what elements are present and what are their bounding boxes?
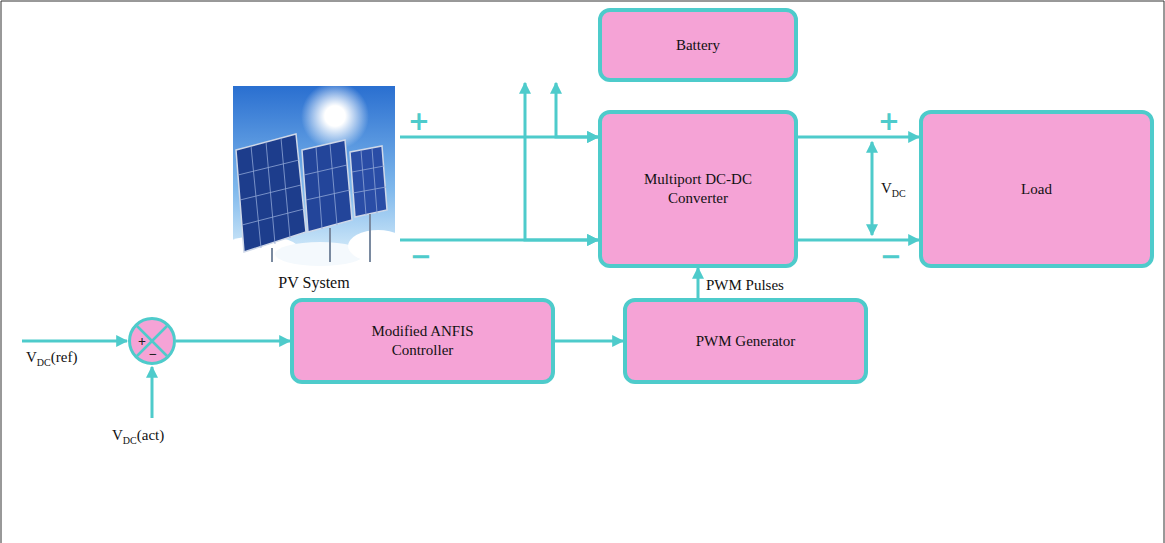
signal-name: VDC(act) [112, 428, 164, 446]
connector-arrow [556, 83, 598, 137]
connector-arrow [697, 268, 700, 298]
sign-text: − [149, 348, 157, 362]
pv-illustration [220, 82, 408, 266]
polarity-sign: + [878, 108, 900, 134]
voltage-arrow [871, 142, 874, 235]
connector-arrow [176, 340, 290, 343]
reference-input-arrow [22, 340, 127, 343]
generator-box: PWM Generator [623, 298, 868, 384]
node-text: PV System [278, 274, 349, 292]
signal-name: VDC [881, 181, 906, 199]
connector-arrow [798, 136, 919, 139]
connector-label: PWM Pulses [706, 277, 784, 294]
polarity-sign: − [880, 243, 902, 269]
node-text: Multiport DC-DC Converter [623, 170, 773, 208]
connector-arrow [798, 239, 919, 242]
connector-arrow [555, 340, 623, 343]
signal-name: VDC(ref) [26, 350, 77, 368]
sign-text: + [138, 335, 146, 349]
source-figure: PV System [233, 86, 395, 292]
connector-arrow [525, 83, 598, 240]
node-text: PWM Generator [696, 332, 796, 351]
feedback-input-arrow [151, 367, 154, 418]
controller-box: Modified ANFIS Controller [290, 298, 555, 384]
storage-box: Battery [598, 8, 798, 82]
node-text: Modified ANFIS Controller [348, 322, 498, 360]
polarity-sign: − [410, 243, 432, 269]
node-text: Load [1021, 180, 1052, 199]
converter-box: Multiport DC-DC Converter [598, 110, 798, 268]
node-text: Battery [676, 36, 720, 55]
load-box: Load [919, 110, 1154, 268]
summing-junction: +− [128, 317, 176, 365]
polarity-sign: + [408, 108, 430, 134]
